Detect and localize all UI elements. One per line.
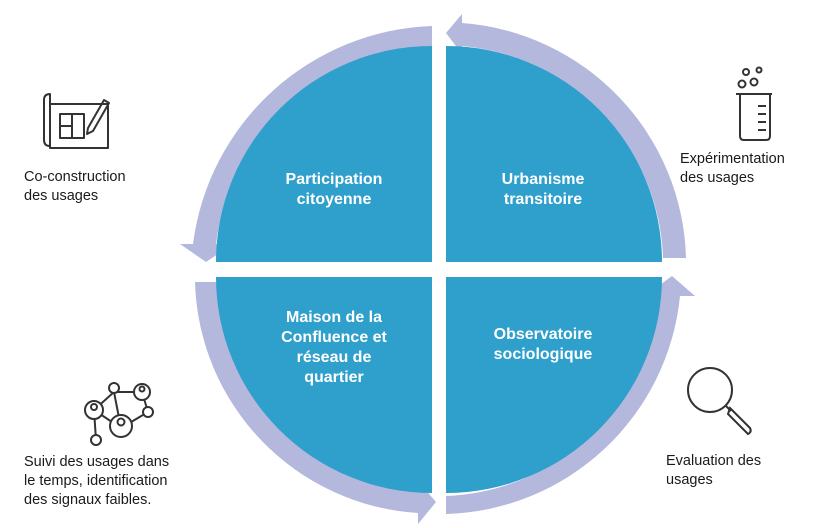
people-network-icon [84,382,154,446]
quadrant-label-participation: Participation citoyenne [285,171,383,208]
arrow-top-left [180,26,432,262]
quadrant-top-right [446,46,662,262]
quadrant-label-maison: Maison de la Confluence et réseau de qua… [281,309,387,386]
label-experimentation: Expérimentation des usages [680,151,785,186]
arrow-bottom-right [446,276,695,514]
arrow-top-right [446,14,686,258]
quadrant-bottom-right [446,277,662,493]
blueprint-pencil-icon [43,93,110,149]
quadrant-label-urbanisme: Urbanisme transitoire [501,171,585,208]
label-suivi: Suivi des usages dans le temps, identifi… [24,454,170,508]
beaker-bubbles-icon [736,66,772,141]
quadrant-bottom-left [216,277,432,493]
magnifier-icon [687,367,752,436]
quadrant-label-observatoire: Observatoire sociologique [493,326,593,363]
label-evaluation: Evaluation des usages [666,453,762,488]
quadrant-top-left [216,46,432,262]
label-co-construction: Co-construction des usages [24,169,126,204]
